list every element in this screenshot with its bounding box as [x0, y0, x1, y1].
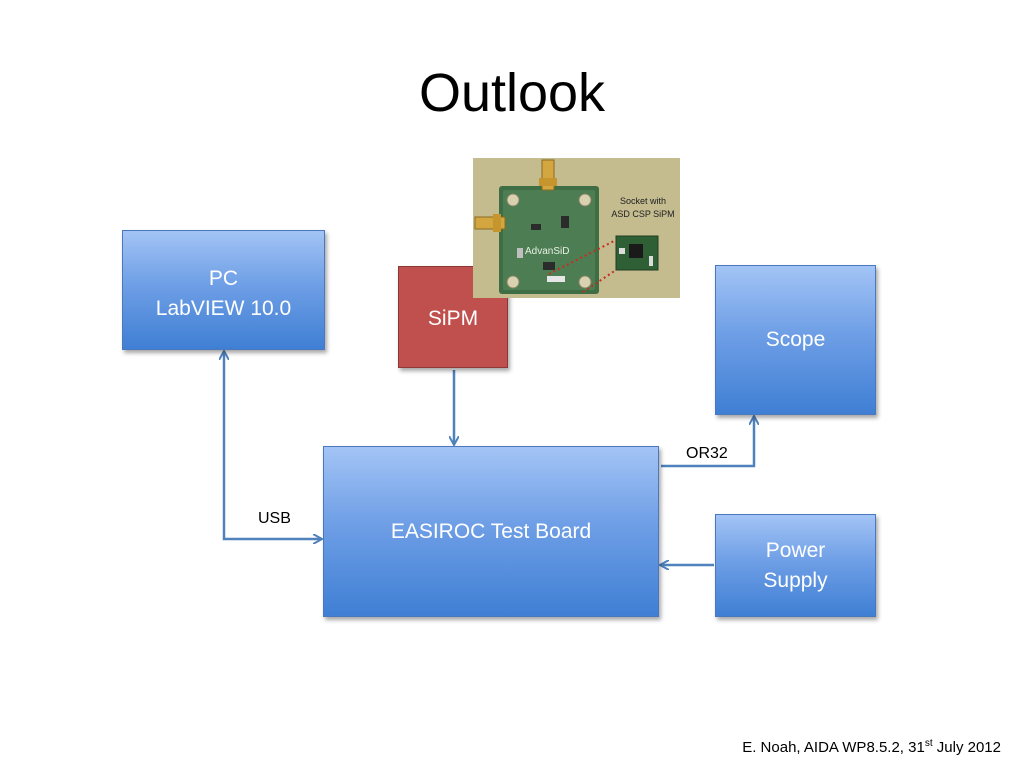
socket-caption: Socket with ASD CSP SiPM	[607, 195, 679, 221]
scope-block: Scope	[715, 265, 876, 415]
socket-caption-line2: ASD CSP SiPM	[611, 209, 675, 219]
easiroc-board-block: EASIROC Test Board	[323, 446, 659, 617]
pc-software-label: LabVIEW 10.0	[155, 297, 292, 320]
slide-footer: E. Noah, AIDA WP8.5.2, 31st July 2012	[742, 738, 1001, 756]
footer-superscript: st	[924, 738, 933, 749]
socket-caption-line1: Socket with	[619, 196, 667, 206]
usb-link-arrow	[224, 352, 321, 539]
usb-label: USB	[258, 510, 291, 527]
power-supply-block: Power Supply	[715, 514, 876, 617]
easiroc-board-label: EASIROC Test Board	[390, 519, 592, 543]
power-label-line1: Power	[765, 538, 826, 562]
sipm-board-photo: AdvanSiD Socket with ASD CSP SiPM	[473, 158, 680, 298]
pcb-brand-text: AdvanSiD	[525, 246, 569, 257]
scope-label: Scope	[765, 328, 826, 351]
footer-suffix: July 2012	[932, 739, 1001, 756]
pcb-illustration: AdvanSiD	[474, 159, 659, 294]
or32-link-arrow	[661, 417, 754, 468]
footer-prefix: E. Noah, AIDA WP8.5.2, 31	[742, 739, 925, 756]
pc-label: PC	[208, 267, 239, 290]
sipm-label: SiPM	[427, 307, 479, 330]
slide-title: Outlook	[418, 63, 606, 123]
or32-label: OR32	[686, 445, 728, 462]
pc-block: PC LabVIEW 10.0	[122, 230, 325, 350]
power-label-line2: Supply	[763, 568, 828, 592]
